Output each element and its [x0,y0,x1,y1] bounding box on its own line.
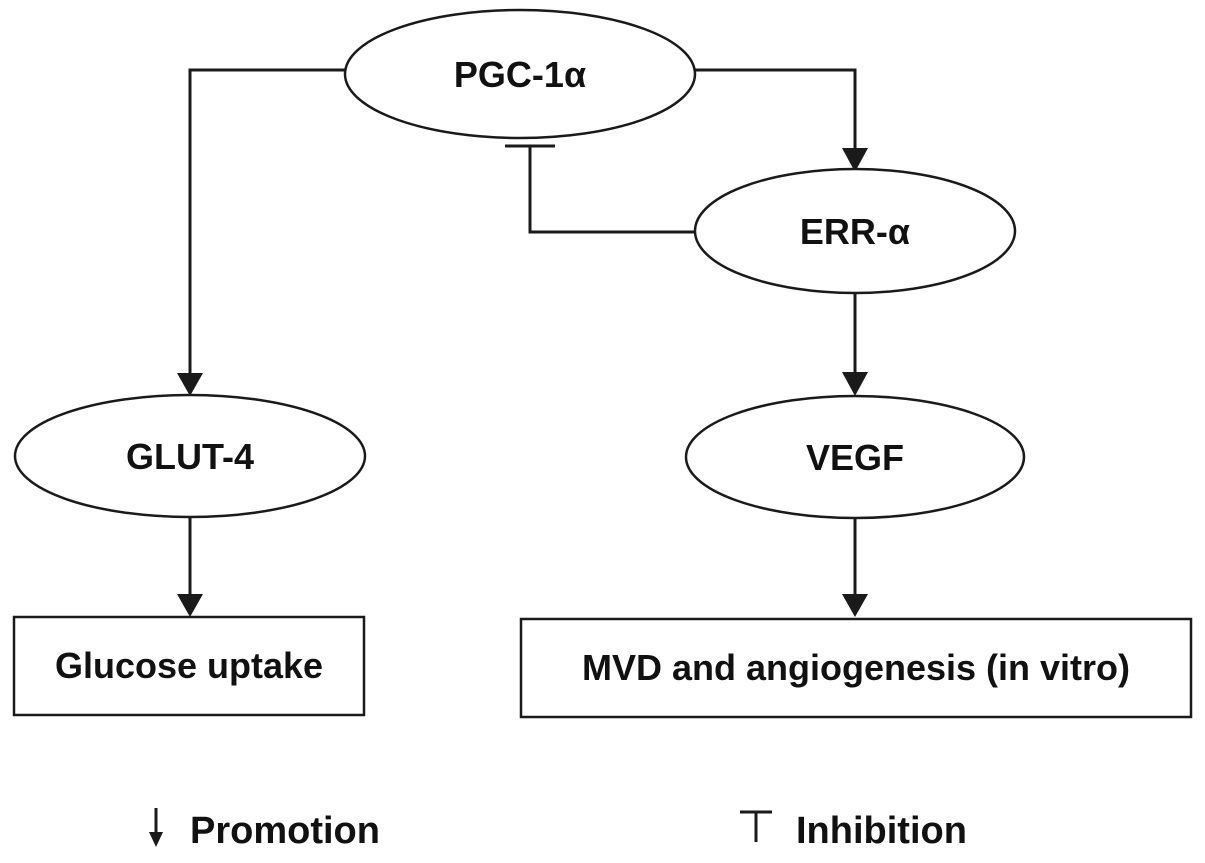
legend-inhibition-label: Inhibition [796,810,967,852]
arrowhead-mvd [842,594,868,617]
svg-text:VEGF: VEGF [806,437,904,478]
arrowhead-err [842,148,868,172]
svg-text:ERR-α: ERR-α [800,211,910,252]
arrowhead-glucose [177,594,203,617]
svg-text:GLUT-4: GLUT-4 [126,436,254,477]
legend-promotion-label: Promotion [190,810,380,852]
legend: Promotion Inhibition [149,808,967,852]
edge-pgc-to-glut4 [188,68,346,375]
edge-err-inhibits-pgc [528,146,697,234]
arrowhead-glut4 [177,373,203,396]
arrowhead-vegf [842,372,868,396]
node-mvd-angiogenesis: MVD and angiogenesis (in vitro) [519,617,1193,719]
edge-pgc-to-err [694,68,857,150]
svg-text:Glucose uptake: Glucose uptake [55,645,323,686]
svg-text:PGC-1α: PGC-1α [454,54,586,95]
promotion-arrowhead-icon [149,832,163,847]
node-err-a: ERR-α [693,167,1017,295]
node-vegf: VEGF [684,394,1026,520]
node-glucose-uptake: Glucose uptake [12,615,366,717]
legend-promotion: Promotion [149,808,380,852]
node-glut-4: GLUT-4 [13,393,367,519]
svg-text:MVD and angiogenesis (in vitro: MVD and angiogenesis (in vitro) [582,647,1130,688]
legend-inhibition: Inhibition [740,810,967,852]
node-pgc-1a: PGC-1α [343,8,697,140]
